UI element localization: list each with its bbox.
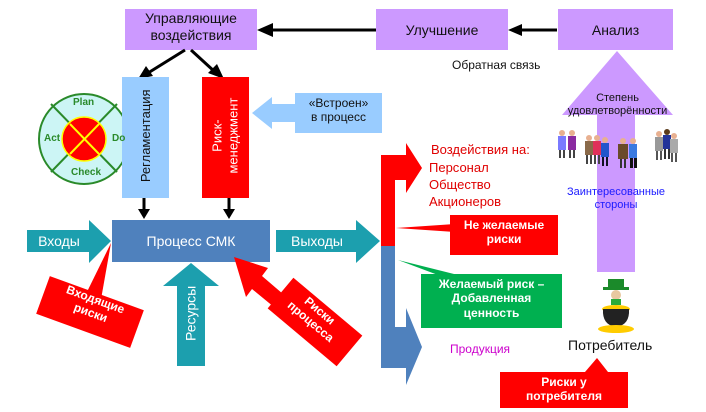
feedback-arrow-analysis-to-improvement [508, 24, 557, 36]
stakeholders-line1: Заинтересованные [566, 186, 665, 198]
unwanted-risks-line1: Не желаемые [463, 218, 545, 232]
wanted-risk-label: Желаемый риск – Добавленная ценность [421, 277, 562, 320]
built-in-box [295, 93, 382, 133]
qms-process-box [112, 220, 270, 262]
inputs-label: Входы [38, 233, 80, 249]
control-actions-line1: Управляющие [145, 10, 237, 26]
product-arrow [381, 246, 422, 385]
satisfaction-line1: Степень [596, 92, 639, 104]
risk-management-box [202, 77, 249, 198]
consumer-risks-label: Риски у потребителя [500, 375, 628, 404]
wanted-risk-line2: Добавленная [451, 291, 532, 306]
improvement-box [376, 9, 508, 50]
people-group-icon [558, 129, 678, 168]
feedback-label: Обратная связь [452, 58, 541, 72]
stakeholders-label: Заинтересованные стороны [556, 186, 676, 212]
impacts-arrow [381, 143, 422, 246]
outputs-arrow [276, 220, 380, 263]
regulation-box [122, 77, 169, 198]
unwanted-risks-line2: риски [486, 232, 522, 247]
improvement-label: Улучшение [405, 21, 479, 38]
risk-management-line1: Риск- [209, 119, 225, 152]
built-in-line1: «Встроен» [308, 96, 369, 110]
leprechaun-pot-of-gold-icon [598, 279, 634, 333]
arrow-regulation-to-process [138, 198, 150, 219]
built-in-arrow [252, 97, 295, 129]
consumer-label: Потребитель [568, 337, 653, 353]
pdca-plan: Plan [73, 97, 95, 108]
inputs-arrow [27, 220, 111, 263]
wanted-risk-line1: Желаемый риск – [438, 277, 545, 291]
satisfaction-arrow [562, 51, 673, 272]
impacts-item-shareholders: Акционеров [429, 194, 502, 209]
qms-process-label: Процесс СМК [146, 233, 236, 249]
pdca-check: Check [71, 167, 102, 178]
control-actions-label: Управляющие воздействия [125, 10, 257, 44]
analysis-box [558, 9, 673, 50]
outputs-label: Выходы [291, 233, 343, 249]
feedback-arrow-improvement-to-control [257, 23, 376, 37]
resources-label: Ресурсы [182, 285, 199, 342]
stakeholders-line2: стороны [594, 199, 638, 212]
control-actions-box [125, 9, 257, 50]
arrow-risk-management-to-process [223, 198, 235, 219]
process-risks-callout [267, 277, 363, 367]
product-label: Продукция [450, 342, 511, 356]
process-risks-pointer [234, 257, 290, 312]
analysis-label: Анализ [591, 21, 640, 38]
pdca-act: Act [44, 133, 61, 144]
wanted-risk-line3: ценность [463, 305, 520, 320]
incoming-risks-callout [36, 276, 144, 348]
consumer-risks-line1: Риски у [541, 375, 587, 389]
consumer-risks-line2: потребителя [526, 389, 602, 404]
unwanted-risks-box [450, 215, 558, 255]
risk-management-line2: менеджмент [225, 97, 240, 174]
control-actions-line2: воздействия [150, 26, 232, 43]
arrow-control-to-risk-management [189, 48, 224, 79]
satisfaction-line2: удовлетворённости [567, 105, 668, 118]
impacts-item-personnel: Персонал [429, 160, 489, 175]
wanted-risk-box [421, 274, 562, 328]
pdca-cycle-diagram [38, 93, 130, 185]
built-in-label: «Встроен» в процесс [295, 96, 382, 125]
resources-arrow [163, 263, 219, 366]
arrow-control-to-regulation [138, 48, 186, 79]
impacts-title: Воздействия на: [431, 142, 530, 157]
risk-management-label: Риск- менеджмент [209, 76, 240, 196]
impacts-item-society: Общество [429, 177, 491, 192]
regulation-label: Регламентация [138, 89, 154, 183]
incoming-risks-pointer [83, 243, 111, 305]
unwanted-risks-label: Не желаемые риски [450, 218, 558, 247]
satisfaction-label: Степень удовлетворённости [560, 92, 675, 118]
built-in-line2: в процесс [311, 110, 366, 125]
unwanted-risks-pointer [396, 224, 455, 232]
pdca-do: Do [112, 133, 126, 144]
consumer-risks-callout [500, 358, 628, 408]
